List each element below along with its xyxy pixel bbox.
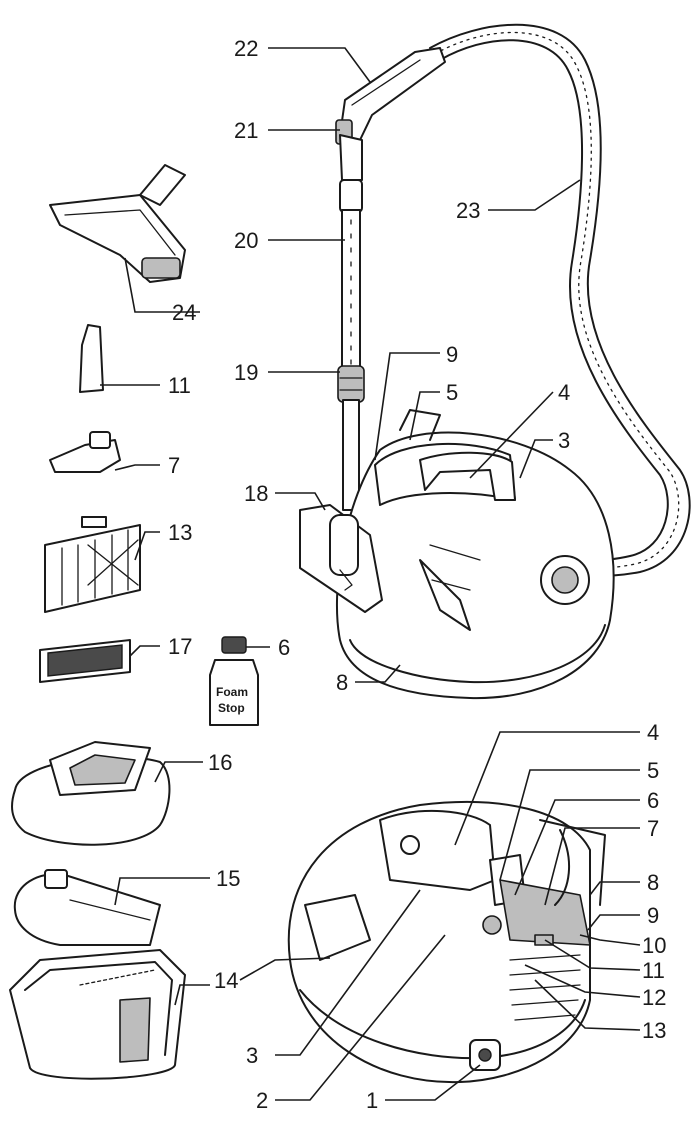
- handle: [335, 47, 446, 181]
- callout-12: 12: [642, 985, 666, 1010]
- callout-6-top: 6: [278, 635, 290, 660]
- foam-stop-bottle: Foam Stop: [209, 636, 259, 726]
- vacuum-main-bottom: [287, 801, 606, 1084]
- crevice-nozzle: [79, 324, 104, 393]
- callout-22: 22: [234, 36, 258, 61]
- callout-4-top: 4: [558, 380, 570, 405]
- callout-2: 2: [256, 1088, 268, 1113]
- callout-17: 17: [168, 634, 192, 659]
- callout-8-bottom: 8: [647, 870, 659, 895]
- callout-15: 15: [216, 866, 240, 891]
- vacuum-main-top: [335, 409, 615, 700]
- callout-14: 14: [214, 968, 238, 993]
- callout-1: 1: [366, 1088, 378, 1113]
- floor-nozzle: [49, 164, 186, 283]
- callout-5-bottom: 5: [647, 758, 659, 783]
- water-tank: [9, 949, 186, 1080]
- upholstery-nozzle: [49, 431, 121, 473]
- callout-5-top: 5: [446, 380, 458, 405]
- callout-11-top: 11: [168, 373, 191, 398]
- hepa-filter-13: [44, 516, 141, 613]
- callout-13-bottom: 13: [642, 1018, 666, 1043]
- callout-20: 20: [234, 228, 258, 253]
- callout-23: 23: [456, 198, 480, 223]
- bottle-label-line1: Foam: [216, 685, 248, 699]
- tank-insert: [13, 869, 161, 946]
- callout-7-top: 7: [168, 453, 180, 478]
- callout-9-bottom: 9: [647, 903, 659, 928]
- callout-3-bottom: 3: [246, 1043, 258, 1068]
- callout-13-top: 13: [168, 520, 192, 545]
- callout-19: 19: [234, 360, 258, 385]
- callout-11-bottom: 11: [642, 958, 665, 983]
- callout-16: 16: [208, 750, 232, 775]
- callout-4-bottom: 4: [647, 720, 659, 745]
- telescopic-tube: [337, 179, 365, 511]
- bottle-label-line2: Stop: [218, 701, 245, 715]
- callout-21: 21: [234, 118, 258, 143]
- callouts-bottom: 16 4 5 6 7 15 8 9 10 14 11 12 13 3 2 1: [208, 720, 666, 1113]
- leader-lines: [100, 47, 641, 1101]
- callout-6-bottom: 6: [647, 788, 659, 813]
- callout-9-top: 9: [446, 342, 458, 367]
- callouts-top: 22 21 23 20 24 19 9 11 5 4 3 7 18 13 17 …: [168, 36, 570, 695]
- callout-24: 24: [172, 300, 196, 325]
- callout-3-top: 3: [558, 428, 570, 453]
- callout-7-bottom: 7: [647, 816, 659, 841]
- callout-10: 10: [642, 933, 666, 958]
- filter-17: [39, 639, 131, 683]
- hose: [429, 23, 691, 578]
- callout-18: 18: [244, 481, 268, 506]
- nozzle-holder: [299, 504, 383, 613]
- water-tank-lid: [11, 741, 171, 846]
- callout-8-top: 8: [336, 670, 348, 695]
